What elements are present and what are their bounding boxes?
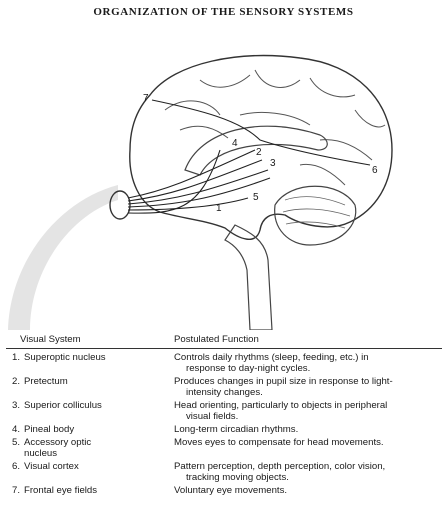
table-row: 3.Superior colliculus Head orienting, pa… <box>11 400 388 422</box>
table-row: 7.Frontal eye fields Voluntary eye movem… <box>11 485 288 496</box>
page-title: ORGANIZATION OF THE SENSORY SYSTEMS <box>93 6 354 18</box>
table-row: 6.Visual cortex Pattern perception, dept… <box>11 461 386 483</box>
label-1: 1 <box>216 203 222 214</box>
label-4: 4 <box>232 138 238 149</box>
label-7: 7 <box>143 93 149 104</box>
table-row: 1.Superoptic nucleus Controls daily rhyt… <box>11 352 369 374</box>
table-header: Visual System Postulated Function <box>6 334 442 349</box>
visual-systems-table: Visual System Postulated Function 1.Supe… <box>6 334 442 498</box>
shaded-pathway <box>8 185 118 330</box>
corpus-callosum <box>184 125 328 176</box>
brain-visual-pathways-diagram: 1 2 3 4 5 6 7 <box>8 54 393 330</box>
label-2: 2 <box>256 147 262 158</box>
table-row: 2.Pretectum Produces changes in pupil si… <box>11 376 393 398</box>
eye <box>109 190 131 220</box>
cerebellum <box>274 185 357 246</box>
frontal-eye-line <box>151 99 371 166</box>
header-postulated-function: Postulated Function <box>174 334 259 345</box>
optic-fibers <box>127 149 271 214</box>
label-6: 6 <box>372 165 378 176</box>
cerebellum-folia <box>282 196 351 229</box>
brain-gyri <box>164 69 386 186</box>
label-5: 5 <box>253 192 259 203</box>
brainstem <box>224 224 273 330</box>
label-3: 3 <box>270 158 276 169</box>
table-row: 4.Pineal body Long-term circadian rhythm… <box>11 424 299 435</box>
header-visual-system: Visual System <box>20 334 81 345</box>
